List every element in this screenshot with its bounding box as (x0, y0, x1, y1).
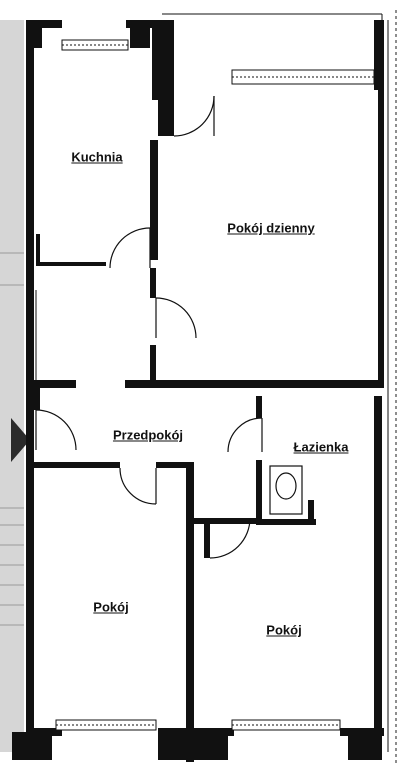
staircase-strip (0, 20, 24, 752)
room-label-bedroom-right: Pokój (266, 622, 302, 638)
room-label-bathroom: Łazienka (293, 439, 349, 455)
room-label-bedroom-left: Pokój (93, 599, 129, 615)
toilet-fixture (269, 465, 303, 515)
windows (55, 39, 375, 731)
walls (12, 20, 384, 762)
room-label-living-room: Pokój dzienny (227, 220, 315, 236)
room-label-kitchen: Kuchnia (71, 149, 123, 165)
entrance-arrow (11, 418, 30, 462)
wall-outlines (35, 13, 389, 752)
door-swings (35, 95, 263, 559)
room-label-hallway: Przedpokój (112, 427, 184, 443)
